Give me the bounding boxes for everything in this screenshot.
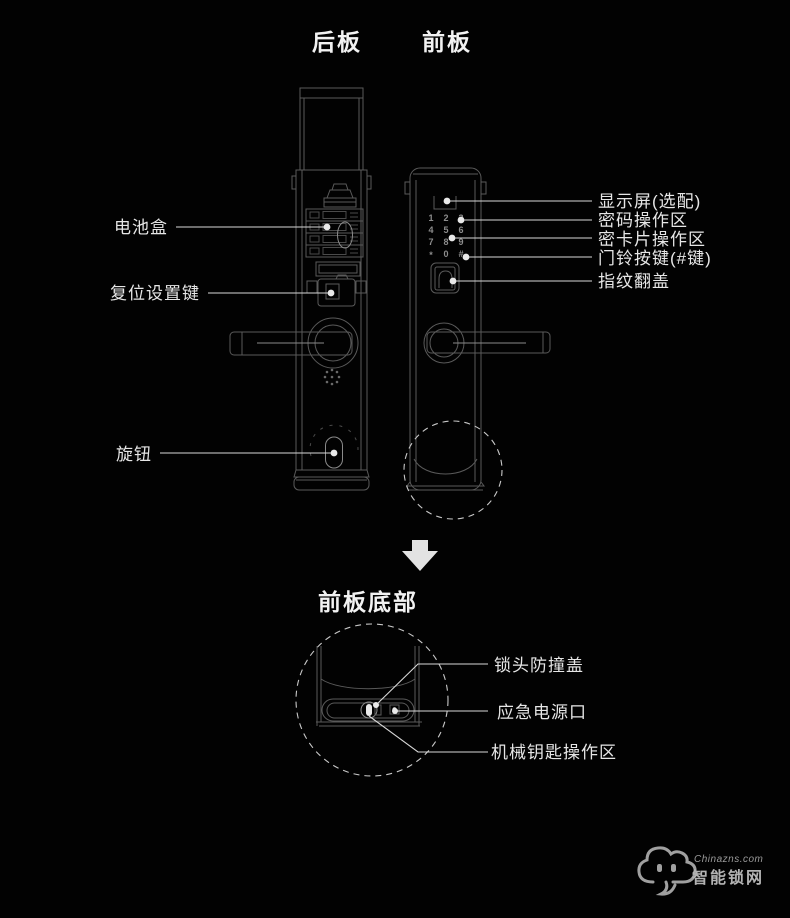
front-panel-drawing: 1 2 3 4 5 6 7 8 9 * 0 # [403,167,551,520]
display-screen-label: 显示屏(选配) [598,192,701,211]
password-area-label: 密码操作区 [598,211,688,230]
knob-label: 旋钮 [116,445,152,464]
key-2: 2 [443,213,448,223]
bottom-view-drawing [316,646,422,727]
down-arrow-icon [402,540,438,571]
key-0: 0 [443,249,448,259]
key-star: * [429,250,433,260]
back-panel-heading: 后板 [312,29,362,55]
key-8: 8 [443,237,448,247]
display-window [433,196,457,210]
speaker-holes [323,368,341,386]
key-9: 9 [458,237,463,247]
emergency-power-label: 应急电源口 [497,703,587,722]
reset-setting-key-label: 复位设置键 [110,284,200,303]
emergency-power-port [389,704,400,715]
detail-zoom-circle [295,623,449,777]
watermark-logo: Chinazns.com 智能锁网 [637,846,764,896]
back-panel-top-section [299,87,364,171]
cloud-icon [637,846,697,896]
watermark-site-text: Chinazns.com [694,854,763,865]
back-panel-drawing [229,87,372,491]
key-1: 1 [428,213,433,223]
front-panel-bottom-heading: 前板底部 [318,589,418,615]
battery-box-label: 电池盒 [114,218,168,237]
leader-lines [160,197,592,753]
zoom-area-circle [403,420,503,520]
connector-slot [315,261,361,277]
card-area-label: 密卡片操作区 [598,230,706,249]
front-panel-bottom-detail [295,623,449,777]
key-hash-doorbell: # [458,249,463,259]
key-4: 4 [428,225,433,235]
front-panel-body [404,167,487,491]
key-6: 6 [458,225,463,235]
wire-grommet [323,183,357,208]
battery-compartment [305,208,364,258]
key-5: 5 [443,225,448,235]
key-7: 7 [428,237,433,247]
lock-cylinder [360,701,378,719]
back-panel-body [291,169,372,491]
doorbell-key-label: 门铃按键(#键) [598,249,712,268]
back-handle [229,317,359,369]
fingerprint-reader [430,262,460,294]
reset-button-module [306,274,367,307]
mechanical-key-area-label: 机械钥匙操作区 [491,743,617,762]
fingerprint-cover-label: 指纹翻盖 [598,272,670,291]
thumb-turn-knob [309,424,359,469]
key-slot [366,704,372,716]
front-panel-heading: 前板 [422,29,472,55]
labels: 电池盒 复位设置键 旋钮 显示屏(选配) 密码操作区 密卡片操作区 门铃按键(#… [110,192,712,762]
watermark-name-text: 智能锁网 [692,868,764,887]
front-handle [423,322,551,364]
anti-collision-cover-label: 锁头防撞盖 [494,656,584,675]
